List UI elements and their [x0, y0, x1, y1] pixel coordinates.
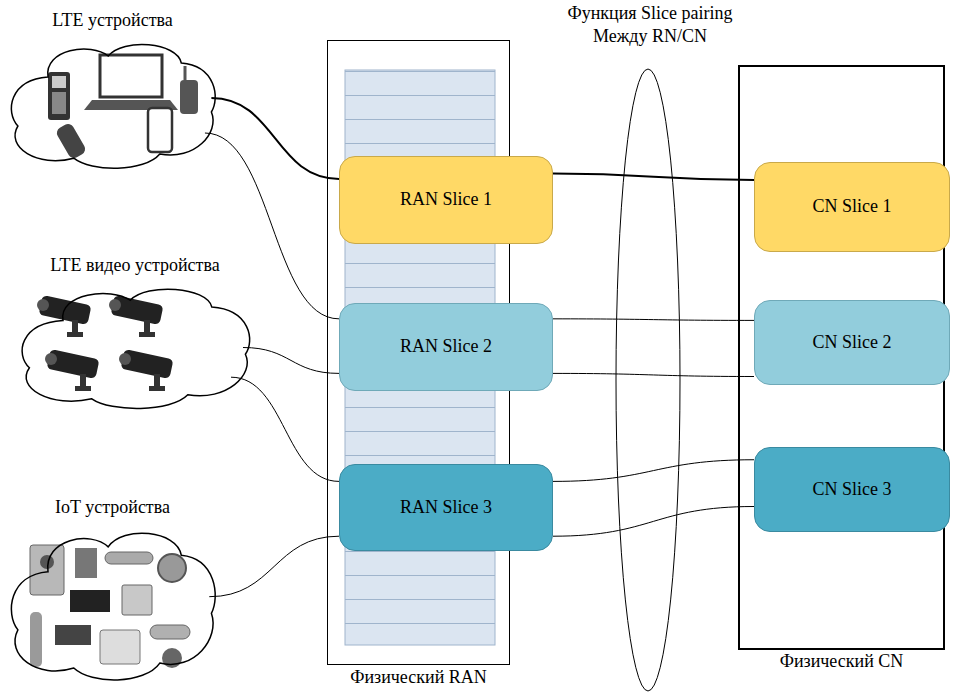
function-label: Функция Slice pairing Между RN/CN	[553, 2, 747, 47]
video-camera-icons	[45, 353, 57, 365]
cn-slice-box: CN Slice 2	[754, 300, 950, 385]
slice-pairing-ellipse	[616, 69, 680, 691]
iot-device-icons	[75, 548, 97, 578]
video-camera-icons	[139, 332, 155, 337]
lte-device-icons	[55, 122, 88, 160]
video-camera-icons	[109, 299, 121, 311]
ran-slice-box: RAN Slice 3	[339, 464, 553, 551]
group-heading: IoT устройства	[55, 497, 170, 519]
iot-device-icons	[30, 545, 64, 595]
video-camera-icons	[144, 320, 150, 334]
video-camera-icons	[37, 295, 174, 391]
ran-slice-box: RAN Slice 1	[339, 156, 553, 244]
lte-device-icons	[52, 76, 66, 88]
slice-label: CN Slice 3	[813, 479, 892, 501]
cloud-outline	[11, 45, 215, 169]
lte-device-icons	[48, 55, 198, 160]
video-camera-icons	[37, 299, 49, 311]
iot-device-icons	[158, 554, 186, 582]
slice-connector	[553, 507, 754, 537]
ran-slice-box: RAN Slice 2	[339, 303, 553, 391]
video-camera-icons	[154, 374, 160, 388]
video-camera-icons	[119, 349, 174, 391]
slice-connector	[553, 174, 754, 180]
slice-label: RAN Slice 2	[400, 336, 492, 358]
device-cloud: LTE устройства	[5, 35, 220, 175]
video-camera-icons	[119, 353, 131, 365]
cloud-outline	[11, 533, 215, 680]
iot-device-icons	[30, 545, 190, 668]
iot-device-icons	[105, 552, 153, 564]
video-camera-icons	[37, 295, 92, 337]
slice-pairing-ellipse	[616, 69, 680, 691]
video-camera-icons	[45, 349, 100, 391]
video-camera-icons	[120, 349, 173, 379]
slice-connector	[553, 373, 754, 376]
video-camera-icons	[80, 374, 86, 388]
slice-connector	[243, 348, 339, 374]
cloud-outline	[15, 280, 255, 415]
group-heading: LTE устройства	[52, 10, 173, 32]
physical-cn-box: Физический CNCN Slice 1CN Slice 2CN Slic…	[738, 65, 945, 650]
group-heading: Физический CN	[780, 651, 904, 673]
slice-connector	[553, 460, 754, 482]
slice-connector	[209, 536, 339, 596]
cloud-outline	[5, 35, 220, 175]
lte-device-icons	[148, 108, 172, 152]
slice-connector	[211, 98, 339, 179]
cn-slice-box: CN Slice 3	[754, 447, 950, 532]
lte-device-icons	[100, 55, 162, 97]
slice-label: RAN Slice 1	[400, 189, 492, 211]
video-camera-icons	[149, 386, 165, 391]
lte-device-icons	[48, 72, 70, 120]
cloud-outline	[5, 522, 220, 688]
iot-device-icons	[150, 625, 190, 639]
group-heading: LTE видео устройства	[50, 255, 219, 277]
video-camera-icons	[75, 386, 91, 391]
device-cloud: IoT устройства	[5, 522, 220, 688]
group-heading: Физический RAN	[350, 667, 487, 689]
slice-connector	[205, 133, 339, 319]
device-cloud: LTE видео устройства	[15, 280, 255, 415]
iot-device-icons	[122, 585, 152, 615]
slice-connector	[553, 319, 754, 321]
physical-ran-box: Физический RANRAN Slice 1RAN Slice 2RAN …	[327, 40, 510, 665]
cloud-outline	[22, 289, 250, 408]
slice-connector	[231, 377, 339, 481]
video-camera-icons	[72, 320, 78, 334]
iot-device-icons	[30, 612, 42, 667]
lte-device-icons	[52, 92, 66, 114]
lte-device-icons	[184, 66, 187, 80]
video-camera-icons	[109, 295, 164, 337]
slice-label: RAN Slice 3	[400, 497, 492, 519]
slice-label: CN Slice 1	[813, 196, 892, 218]
slice-label: CN Slice 2	[813, 332, 892, 354]
lte-device-icons	[180, 80, 198, 114]
cn-slice-box: CN Slice 1	[754, 162, 950, 252]
iot-device-icons	[55, 625, 91, 645]
iot-device-icons	[70, 590, 110, 612]
video-camera-icons	[67, 332, 83, 337]
video-camera-icons	[46, 349, 99, 379]
iot-device-icons	[100, 630, 140, 664]
video-camera-icons	[110, 295, 163, 325]
